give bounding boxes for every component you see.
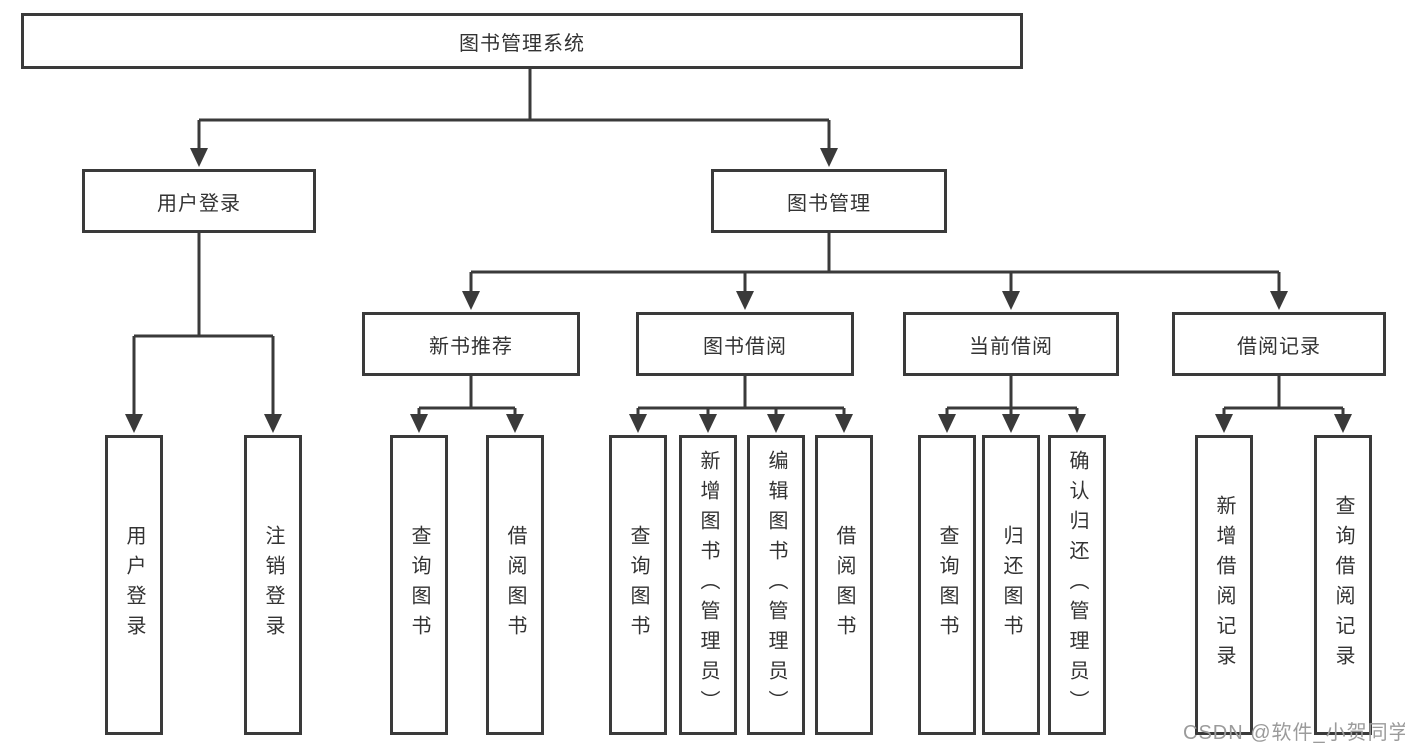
node-label: 新书推荐 — [429, 335, 513, 358]
leaf-add-borrow-record: 新增借阅记录 — [1195, 435, 1253, 735]
leaf-query-books-borrowing: 查询图书 — [609, 435, 667, 735]
leaf-label: 确认归还（管理员） — [1066, 450, 1088, 720]
leaf-confirm-return-admin: 确认归还（管理员） — [1048, 435, 1106, 735]
watermark-text: CSDN @软件_小贺同学 — [1183, 722, 1405, 744]
node-borrowing-records: 借阅记录 — [1172, 312, 1386, 376]
node-label: 当前借阅 — [969, 335, 1053, 358]
node-current-borrowing: 当前借阅 — [903, 312, 1119, 376]
node-label: 图书借阅 — [703, 335, 787, 358]
leaf-query-borrow-record: 查询借阅记录 — [1314, 435, 1372, 735]
node-label: 借阅记录 — [1237, 335, 1321, 358]
leaf-add-books-admin: 新增图书（管理员） — [679, 435, 737, 735]
leaf-query-books-current: 查询图书 — [918, 435, 976, 735]
leaf-borrow-books-recommend: 借阅图书 — [486, 435, 544, 735]
node-label: 图书管理系统 — [459, 32, 585, 55]
node-user-login: 用户登录 — [82, 169, 316, 233]
leaf-label: 查询借阅记录 — [1332, 495, 1354, 675]
leaf-label: 新增借阅记录 — [1213, 495, 1235, 675]
node-label: 用户登录 — [157, 192, 241, 215]
node-label: 图书管理 — [787, 192, 871, 215]
arrowheads — [125, 148, 1352, 433]
leaf-label: 新增图书（管理员） — [697, 450, 719, 720]
leaf-label: 借阅图书 — [504, 525, 526, 645]
node-library-management-system: 图书管理系统 — [21, 13, 1023, 69]
leaf-label: 查询图书 — [627, 525, 649, 645]
leaf-logout-login: 注销登录 — [244, 435, 302, 735]
leaf-label: 注销登录 — [262, 525, 284, 645]
leaf-label: 归还图书 — [1000, 525, 1022, 645]
leaf-label: 编辑图书（管理员） — [765, 450, 787, 720]
node-new-book-recommendation: 新书推荐 — [362, 312, 580, 376]
leaf-label: 查询图书 — [408, 525, 430, 645]
leaf-borrow-books: 借阅图书 — [815, 435, 873, 735]
node-book-borrowing: 图书借阅 — [636, 312, 854, 376]
node-book-management: 图书管理 — [711, 169, 947, 233]
leaf-label: 借阅图书 — [833, 525, 855, 645]
leaf-return-books: 归还图书 — [982, 435, 1040, 735]
leaf-label: 用户登录 — [123, 525, 145, 645]
leaf-edit-books-admin: 编辑图书（管理员） — [747, 435, 805, 735]
leaf-query-books-recommend: 查询图书 — [390, 435, 448, 735]
leaf-label: 查询图书 — [936, 525, 958, 645]
leaf-user-login: 用户登录 — [105, 435, 163, 735]
